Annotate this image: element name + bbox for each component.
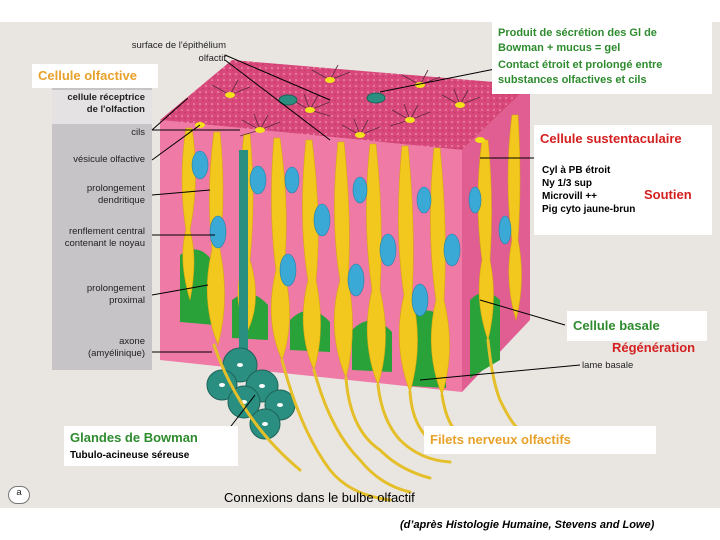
- bowman-title: Glandes de Bowman: [70, 430, 198, 445]
- epithelium-top-surface: [160, 60, 530, 150]
- bowman-duct: [239, 150, 248, 365]
- connexions-label: Connexions dans le bulbe olfactif: [224, 490, 415, 505]
- olfactory-nerve-fibers: [212, 338, 522, 502]
- bowman-duct-openings: [278, 92, 386, 106]
- sustentaculaire-line-1: Cyl à PB étroit: [542, 165, 611, 176]
- sustentaculaire-line-3: Microvill ++: [542, 191, 598, 202]
- label-cellule-receptrice: cellule réceptrice de l'olfaction: [67, 92, 145, 115]
- label-prolongement-proximal: prolongement proximal: [86, 283, 145, 306]
- soutien-label: Soutien: [644, 187, 692, 202]
- cell-nuclei: [191, 150, 512, 317]
- label-column-highlight: [52, 90, 152, 124]
- source-credit: (d’après Histologie Humaine, Stevens and…: [400, 519, 655, 531]
- label-vesicule: vésicule olfactive: [73, 154, 145, 165]
- callout-cellule-basale: Cellule basale: [567, 311, 707, 341]
- label-lame-basale: lame basale: [582, 360, 634, 371]
- callout-cellule-olfactive: Cellule olfactive: [32, 64, 158, 88]
- produit-line-3: Contact étroit et prolongé entre: [498, 59, 663, 71]
- basale-title: Cellule basale: [573, 318, 660, 333]
- callout-filets: Filets nerveux olfactifs: [424, 426, 656, 454]
- callout-bowman: Glandes de Bowman Tubulo-acineuse séreus…: [64, 426, 238, 466]
- leader-lines: [151, 54, 581, 431]
- callout-produit-secretion: Produit de sécrétion des Gl de Bowman + …: [492, 22, 712, 94]
- callout-sustentaculaire: Cellule sustentaculaire Cyl à PB étroit …: [534, 125, 712, 235]
- sustentaculaire-line-4: Pig cyto jaune-brun: [542, 204, 636, 215]
- produit-line-1: Produit de sécrétion des Gl de: [498, 27, 657, 39]
- filets-label: Filets nerveux olfactifs: [430, 432, 571, 447]
- cellule-olfactive-title: Cellule olfactive: [38, 68, 137, 83]
- label-renflement: renflement central contenant le noyau: [64, 226, 145, 249]
- label-axone: axone (amyélinique): [87, 336, 145, 359]
- sustentaculaire-line-2: Ny 1/3 sup: [542, 178, 593, 189]
- produit-line-2: Bowman + mucus = gel: [498, 42, 621, 54]
- bowman-subtitle: Tubulo-acineuse séreuse: [70, 450, 190, 461]
- label-prolongement-dendritique: prolongement dendritique: [86, 183, 145, 206]
- panel-letter: a: [8, 486, 30, 504]
- sustentaculaire-title: Cellule sustentaculaire: [540, 131, 682, 146]
- label-surface: surface de l'épithélium: [131, 40, 226, 51]
- produit-line-4: substances olfactives et cils: [498, 74, 647, 86]
- label-olfactif: olfactif: [198, 53, 226, 64]
- regeneration-label: Régénération: [612, 340, 696, 355]
- label-cils: cils: [131, 127, 145, 138]
